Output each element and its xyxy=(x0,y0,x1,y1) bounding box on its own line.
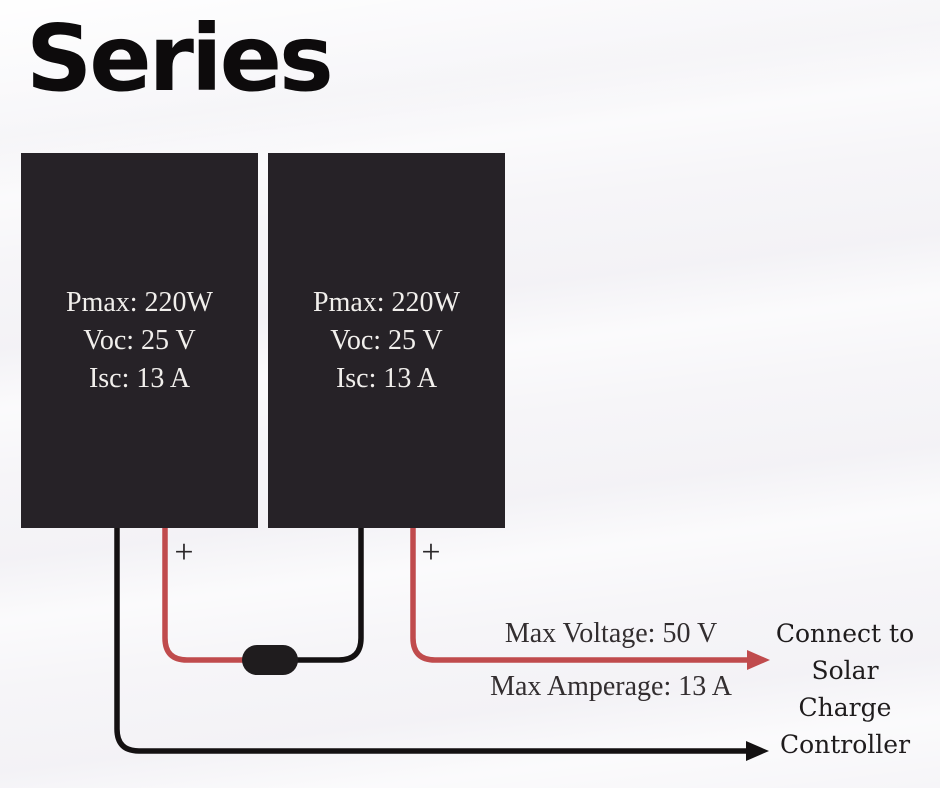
page-title: Series xyxy=(26,5,334,112)
panel2-positive-wire xyxy=(410,528,748,663)
red-arrowhead-icon xyxy=(747,650,770,670)
charge-controller-line3: Charge xyxy=(798,693,892,722)
solar-panel-1: Pmax: 220W Voc: 25 V Isc: 13 A xyxy=(21,153,258,528)
charge-controller-line1: Connect to xyxy=(775,619,915,648)
panel1-isc-label: Isc: 13 A xyxy=(88,362,191,394)
panel2-voc-label: Voc: 25 V xyxy=(330,324,443,356)
panel2-negative-wire xyxy=(294,528,364,663)
panel1-voc-label: Voc: 25 V xyxy=(83,324,196,356)
panel1-positive-terminal-symbol: + xyxy=(174,534,194,571)
series-connector xyxy=(242,645,298,675)
charge-controller-line2: Solar xyxy=(811,656,879,685)
panel1-pmax-label: Pmax: 220W xyxy=(66,286,213,318)
panel2-positive-terminal-symbol: + xyxy=(421,534,441,571)
charge-controller-line4: Controller xyxy=(779,730,911,759)
black-arrowhead-icon xyxy=(746,741,769,761)
solar-panel-2: Pmax: 220W Voc: 25 V Isc: 13 A xyxy=(268,153,505,528)
panel1-negative-wire xyxy=(114,528,747,754)
max-voltage-label: Max Voltage: 50 V xyxy=(504,618,718,649)
charge-controller-label: Connect to Solar Charge Controller xyxy=(765,615,925,763)
panel2-pmax-label: Pmax: 220W xyxy=(313,286,460,318)
max-amperage-label: Max Amperage: 13 A xyxy=(490,671,732,702)
panel2-isc-label: Isc: 13 A xyxy=(335,362,438,394)
panel1-positive-wire xyxy=(162,528,246,663)
